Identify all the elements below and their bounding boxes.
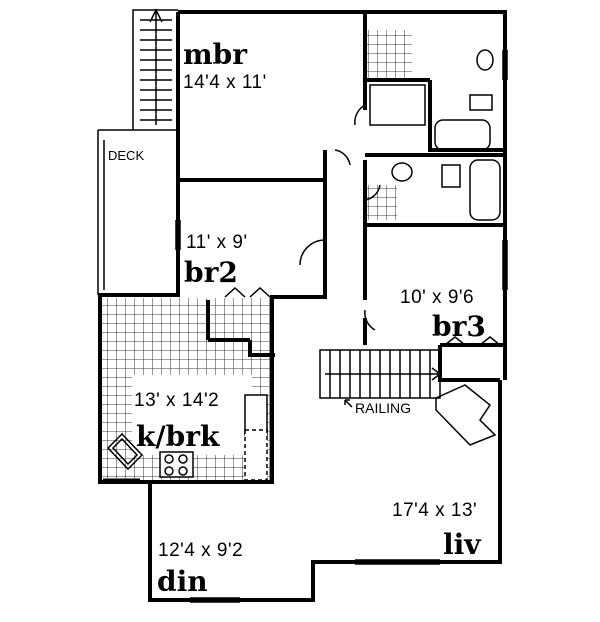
exterior-stair [140, 8, 172, 125]
room-name-br2: br2 [184, 256, 238, 289]
room-name-kitchen: k/brk [136, 420, 220, 453]
room-name-br3: br3 [432, 310, 486, 343]
bath-tile-1 [367, 30, 412, 80]
railing-label: RAILING [355, 400, 412, 416]
bath-tile-2 [367, 185, 397, 220]
deck-outline [97, 9, 178, 295]
kitchen-sink [106, 432, 144, 471]
room-size-dining: 12'4 x 9'2 [158, 540, 244, 561]
room-name-dining: din [157, 565, 208, 598]
room-size-kitchen: 13' x 14'2 [134, 390, 220, 411]
interior-stair [319, 349, 442, 399]
room-name-living: liv [443, 528, 481, 561]
room-size-br3: 10' x 9'6 [400, 287, 475, 308]
room-size-living: 17'4 x 13' [392, 500, 478, 521]
deck-label: DECK [108, 148, 145, 163]
room-name-mbr: mbr [183, 38, 247, 71]
exterior-wall [98, 10, 507, 602]
range-cooktop [159, 451, 194, 478]
room-size-br2: 11' x 9' [186, 232, 248, 253]
fireplace [435, 384, 497, 446]
room-size-mbr: 14'4 x 11' [183, 72, 267, 93]
